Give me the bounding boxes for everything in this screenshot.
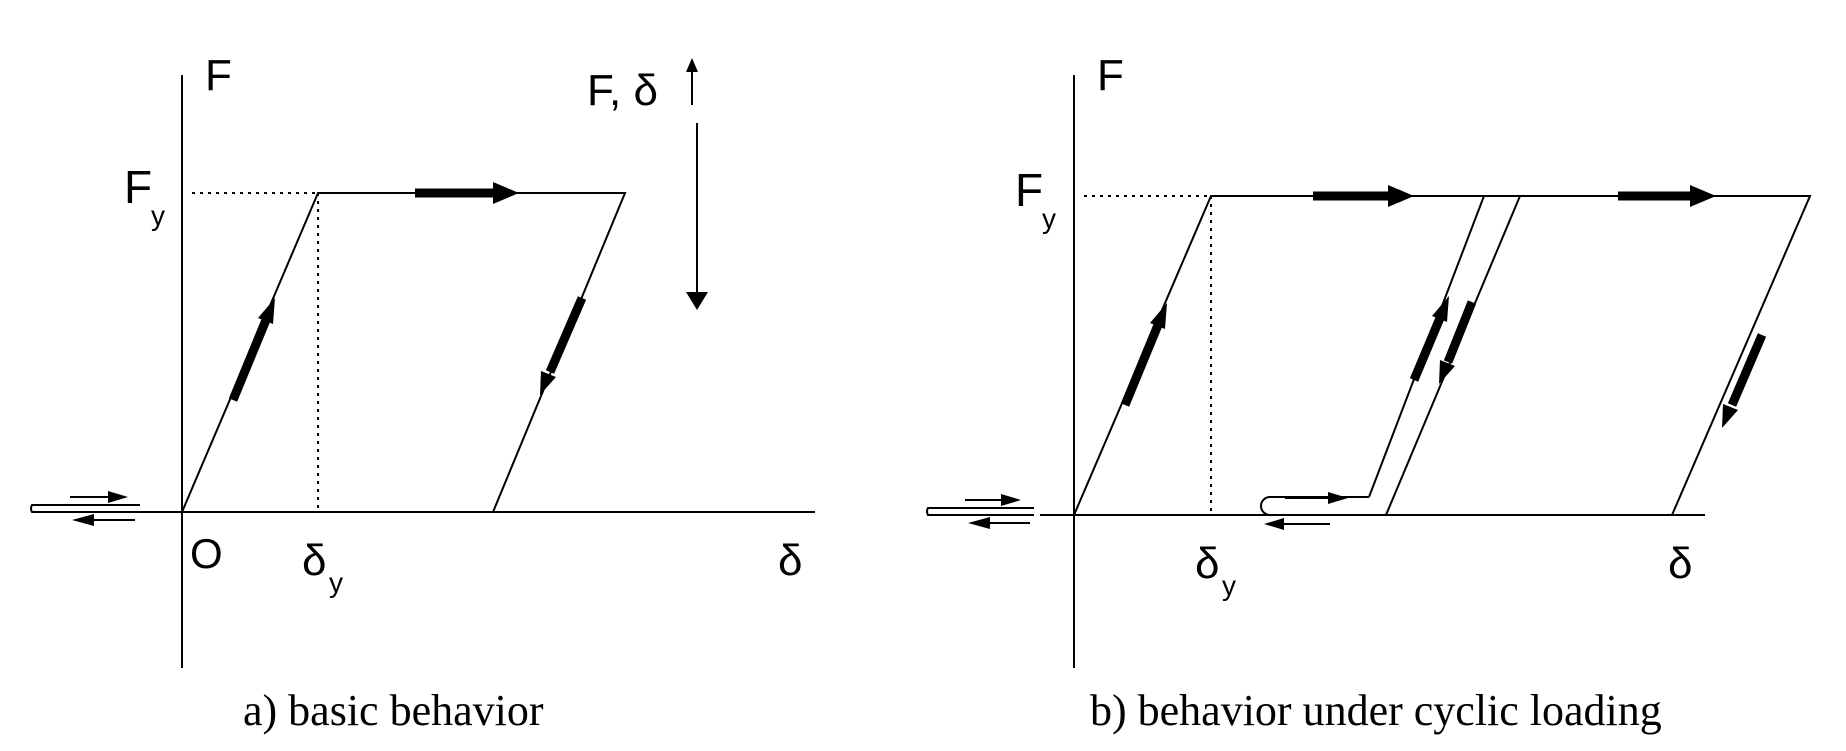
arrow-down-icon [1722, 404, 1738, 428]
arrow-right-icon [108, 491, 128, 503]
panel-b: F F y δ y δ b) behavior under cyclic loa… [926, 51, 1812, 735]
origin-loop-a [30, 504, 140, 513]
legend-label: F, δ [587, 66, 658, 115]
arrow-up-icon [1432, 296, 1449, 322]
disp-axis-label-a: δ [778, 536, 803, 585]
yield-disp-sub-b: y [1222, 570, 1236, 601]
arrow-right-icon [1328, 492, 1348, 504]
force-axis-label-b: F [1097, 51, 1124, 100]
force-axis-label-a: F [205, 51, 232, 100]
arrow-right-icon [493, 182, 519, 204]
arrow-left-icon [1264, 518, 1284, 530]
hysteresis-loop-b-outer [1073, 195, 1812, 516]
yield-disp-label-a: δ [302, 536, 327, 585]
unload-arrow-b1 [1443, 300, 1477, 364]
origin-label: O [190, 530, 223, 577]
arrow-right-icon [1690, 185, 1716, 207]
caption-a: a) basic behavior [243, 686, 544, 735]
disp-axis-label-b: δ [1668, 539, 1693, 588]
yield-disp-label-b: δ [1195, 539, 1220, 588]
yield-disp-sub-a: y [329, 567, 343, 598]
yield-force-sub-a: y [151, 200, 165, 231]
unload-arrow-b2 [1727, 333, 1767, 407]
loading-arrow-a [228, 318, 271, 402]
arrow-right-icon [1001, 494, 1021, 506]
yield-force-label-b: F [1015, 164, 1043, 216]
arrow-down-icon [540, 371, 556, 395]
yield-force-label-a: F [124, 161, 152, 213]
arrow-up-icon [1150, 303, 1167, 329]
arrow-right-icon [1388, 185, 1414, 207]
arrow-left-icon [968, 517, 990, 529]
yield-force-sub-b: y [1042, 203, 1056, 234]
arrow-left-icon [72, 514, 94, 526]
caption-b: b) behavior under cyclic loading [1090, 686, 1662, 735]
reload-arrow-b [1409, 316, 1445, 382]
arrow-down-icon [686, 292, 708, 310]
arrow-up-icon [258, 298, 275, 324]
panel-a: F F y O δ y δ F, δ a) basic behavior [30, 51, 815, 735]
inner-loop-b [1260, 496, 1386, 516]
origin-loop-b [926, 507, 1034, 516]
unloading-arrow-a [545, 296, 587, 374]
loading-arrow-b [1120, 323, 1163, 407]
arrow-down-icon [1439, 360, 1455, 384]
arrow-up-icon [686, 58, 698, 72]
